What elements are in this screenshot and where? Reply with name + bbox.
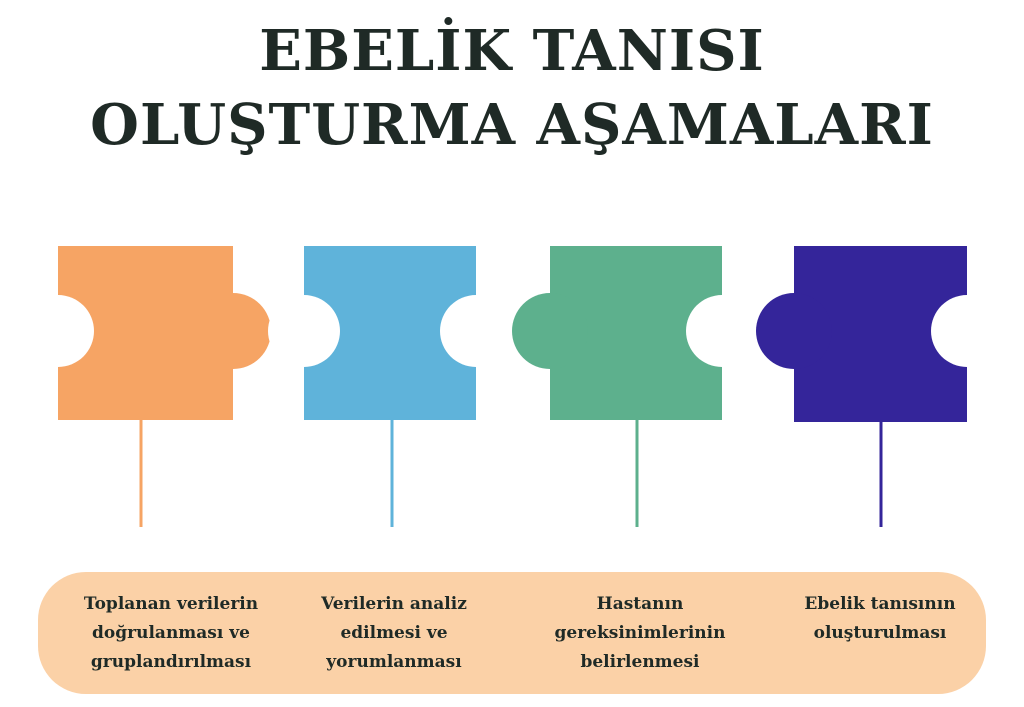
title-line-2: OLUŞTURMA AŞAMALARI [90, 92, 934, 158]
puzzle-piece-1-tab-right [195, 293, 271, 369]
puzzle-piece-2 [268, 246, 512, 527]
title-line-1: EBELİK TANISI [259, 18, 765, 84]
puzzle-piece-2-notch-right [440, 295, 512, 367]
puzzle-piece-2-notch-left [268, 295, 340, 367]
steps-banner [38, 572, 986, 694]
page-title: EBELİK TANISI OLUŞTURMA AŞAMALARI [0, 14, 1024, 162]
step-label-2: Verilerin analiz edilmesi ve yorumlanmas… [321, 594, 467, 672]
puzzle-piece-3-notch-right [686, 295, 758, 367]
puzzle-piece-4-tab-left [756, 293, 832, 369]
step-label-3: Hastanın gereksinimlerinin belirlenmesi [554, 594, 726, 672]
puzzle-piece-4-notch-right [931, 295, 1003, 367]
puzzle-piece-1 [22, 246, 271, 527]
step-label-1: Toplanan verilerin doğrulanması ve grupl… [83, 594, 259, 672]
step-label-4: Ebelik tanısının oluşturulması [804, 594, 956, 643]
puzzle-piece-3-tab-left [512, 293, 588, 369]
puzzle-piece-3 [512, 246, 758, 527]
puzzle-piece-1-notch-left [22, 295, 94, 367]
puzzle-piece-4 [756, 246, 1003, 527]
